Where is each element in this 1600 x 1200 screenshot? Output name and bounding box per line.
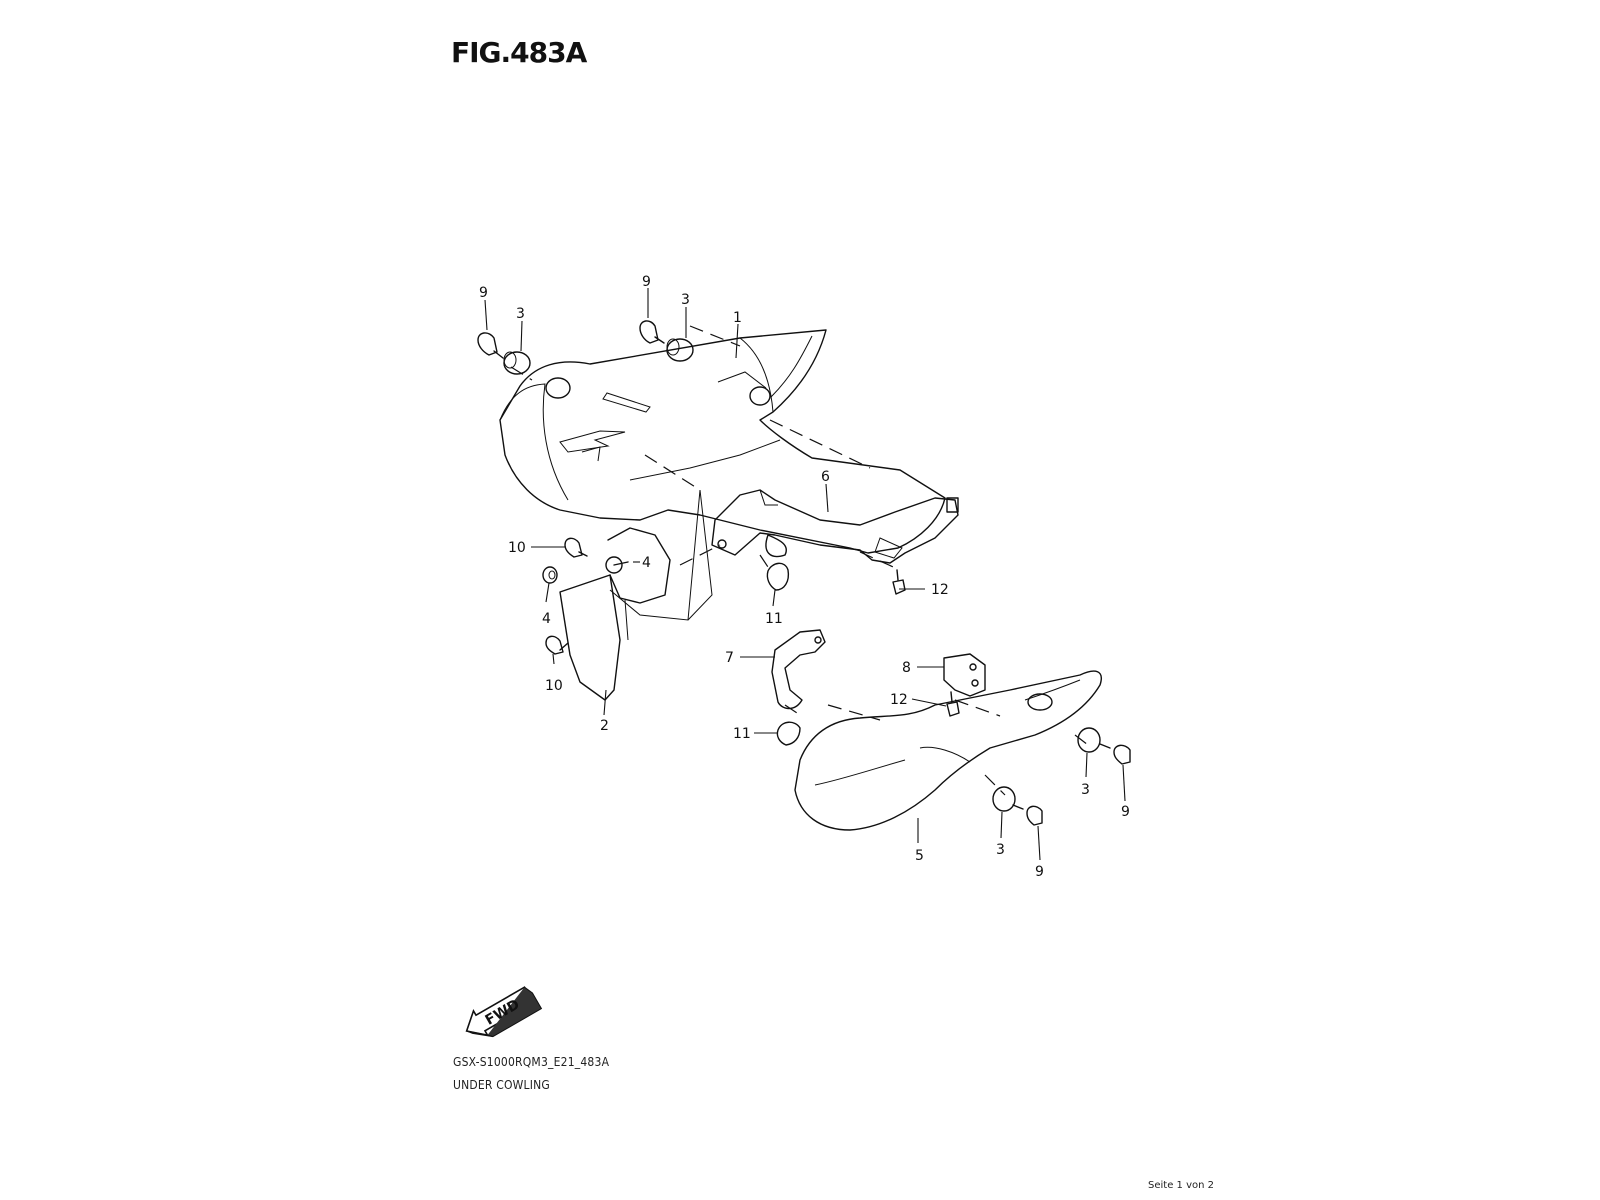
leader-lines bbox=[484, 288, 1126, 861]
dashed-guide-lines bbox=[510, 325, 1089, 796]
hardware bbox=[477, 320, 1131, 826]
callout-9: 9 bbox=[1121, 804, 1130, 820]
mounting-outline bbox=[609, 489, 701, 621]
model-code: GSX-S1000RQM3_E21_483A bbox=[453, 1055, 610, 1069]
fwd-direction-arrow: FWD bbox=[465, 986, 543, 1038]
callout-2: 2 bbox=[600, 718, 609, 734]
part-2-side-panel bbox=[559, 527, 671, 701]
callout-12: 12 bbox=[931, 582, 949, 598]
callout-1: 1 bbox=[733, 310, 742, 326]
callout-7: 7 bbox=[725, 650, 734, 666]
callout-9: 9 bbox=[1035, 864, 1044, 880]
callout-10: 10 bbox=[545, 678, 563, 694]
callout-6: 6 bbox=[821, 469, 830, 485]
callout-4: 4 bbox=[542, 611, 551, 627]
callout-3: 3 bbox=[516, 306, 525, 322]
part-5-lower-cowling bbox=[794, 670, 1102, 831]
callout-4: 4 bbox=[642, 555, 651, 571]
part-7-stay bbox=[771, 629, 826, 710]
callout-11: 11 bbox=[733, 726, 751, 742]
figure-title: FIG.483A bbox=[451, 36, 587, 69]
callout-3: 3 bbox=[681, 292, 690, 308]
callout-8: 8 bbox=[902, 660, 911, 676]
callout-5: 5 bbox=[915, 848, 924, 864]
page-indicator: Seite 1 von 2 bbox=[1148, 1180, 1214, 1191]
callout-9: 9 bbox=[479, 285, 488, 301]
callout-3: 3 bbox=[1081, 782, 1090, 798]
part-6-bracket bbox=[711, 489, 959, 564]
callout-labels: 9 3 9 3 1 6 10 4 4 10 2 11 12 7 8 12 11 … bbox=[479, 274, 1130, 880]
group-name: UNDER COWLING bbox=[453, 1078, 550, 1092]
callout-11: 11 bbox=[765, 611, 783, 627]
part-1-upper-cowling bbox=[499, 329, 946, 554]
callout-3: 3 bbox=[996, 842, 1005, 858]
callout-10: 10 bbox=[508, 540, 526, 556]
callout-9: 9 bbox=[642, 274, 651, 290]
part-8-clip bbox=[943, 653, 986, 697]
callout-12: 12 bbox=[890, 692, 908, 708]
